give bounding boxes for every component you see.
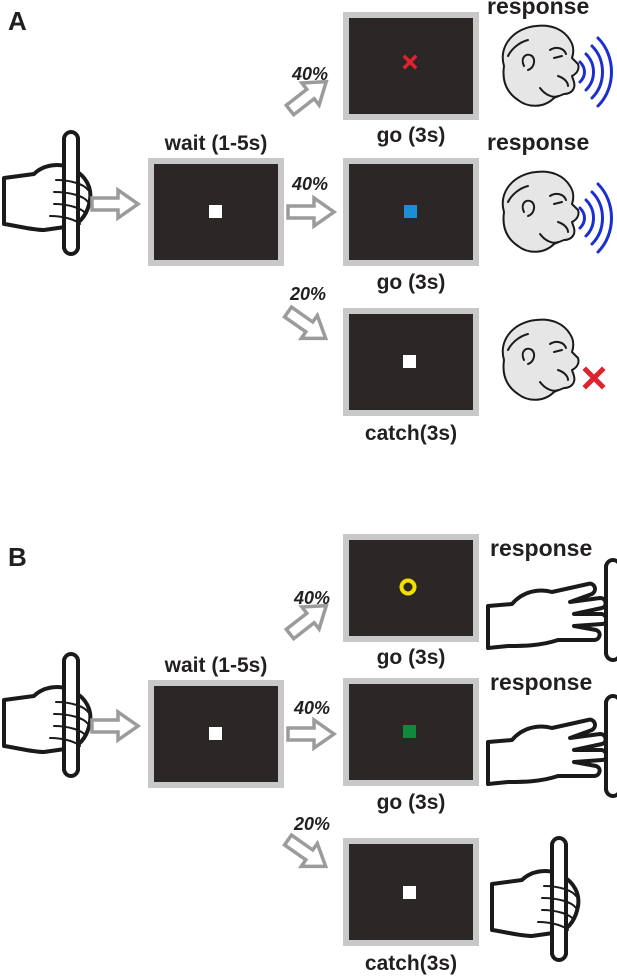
panel-b: B wait (1-5s) 40% 40% 20% go (3s) go (3 — [2, 534, 617, 975]
yellow-ring-stimulus — [399, 578, 417, 596]
prob-label-1-b: 40% — [293, 588, 330, 608]
wait-screen-a — [148, 158, 284, 266]
monkey-silent-icon — [501, 318, 606, 401]
hand-grip-icon — [2, 652, 93, 778]
screen-label-3-b: catch(3s) — [365, 952, 457, 975]
green-square-stimulus — [403, 725, 416, 738]
panel-letter-b: B — [8, 542, 27, 572]
fixation-square — [209, 727, 222, 740]
go-screen-2-b — [343, 678, 479, 786]
screen-label-1-a: go (3s) — [377, 124, 446, 147]
screen-label-2-b: go (3s) — [377, 791, 446, 814]
screen-label-2-a: go (3s) — [377, 271, 446, 294]
blue-square-stimulus — [404, 205, 417, 218]
prob-label-2-a: 40% — [291, 174, 328, 194]
monkey-vocalizing-icon — [501, 24, 613, 108]
panel-letter-a: A — [8, 6, 27, 36]
screen-label-1-b: go (3s) — [377, 646, 446, 669]
fixation-square — [209, 205, 222, 218]
panel-a: A wait (1-5s) 40% 40% 20% go (3s) — [2, 0, 613, 445]
branch-arrow-2-b — [286, 718, 336, 750]
branch-arrow-3-b — [278, 826, 336, 880]
monkey-vocalizing-icon — [501, 170, 613, 254]
prob-label-1-a: 40% — [291, 64, 328, 84]
response-label-1-b: response — [490, 535, 592, 561]
fixation-square — [403, 886, 416, 899]
branch-arrow-3-a — [278, 298, 336, 352]
arrow-to-wait-a — [90, 188, 140, 220]
prob-label-2-b: 40% — [293, 698, 330, 718]
red-cross-stimulus — [402, 54, 418, 70]
screen-label-3-a: catch(3s) — [365, 422, 457, 445]
response-label-1-a: response — [487, 0, 589, 19]
prob-label-3-a: 20% — [289, 284, 326, 304]
wait-label-a: wait (1-5s) — [164, 132, 268, 155]
go-screen-1-b — [343, 534, 479, 642]
wait-label-b: wait (1-5s) — [164, 654, 268, 677]
go-screen-2-a — [343, 158, 479, 266]
catch-screen-b — [343, 838, 479, 946]
catch-screen-a — [343, 308, 479, 416]
branch-arrow-2-a — [286, 196, 336, 228]
hand-release-icon — [486, 694, 617, 798]
red-cross-no-response-icon — [582, 366, 606, 390]
prob-label-3-b: 20% — [293, 814, 330, 834]
wait-screen-b — [148, 680, 284, 788]
fixation-square — [403, 355, 416, 368]
response-label-2-a: response — [487, 129, 589, 155]
hand-release-icon — [486, 558, 617, 662]
arrow-to-wait-b — [90, 710, 140, 742]
response-label-2-b: response — [490, 669, 592, 695]
hand-grip-icon — [2, 130, 93, 256]
go-screen-1-a — [343, 12, 479, 120]
hand-hold-icon — [490, 836, 581, 962]
